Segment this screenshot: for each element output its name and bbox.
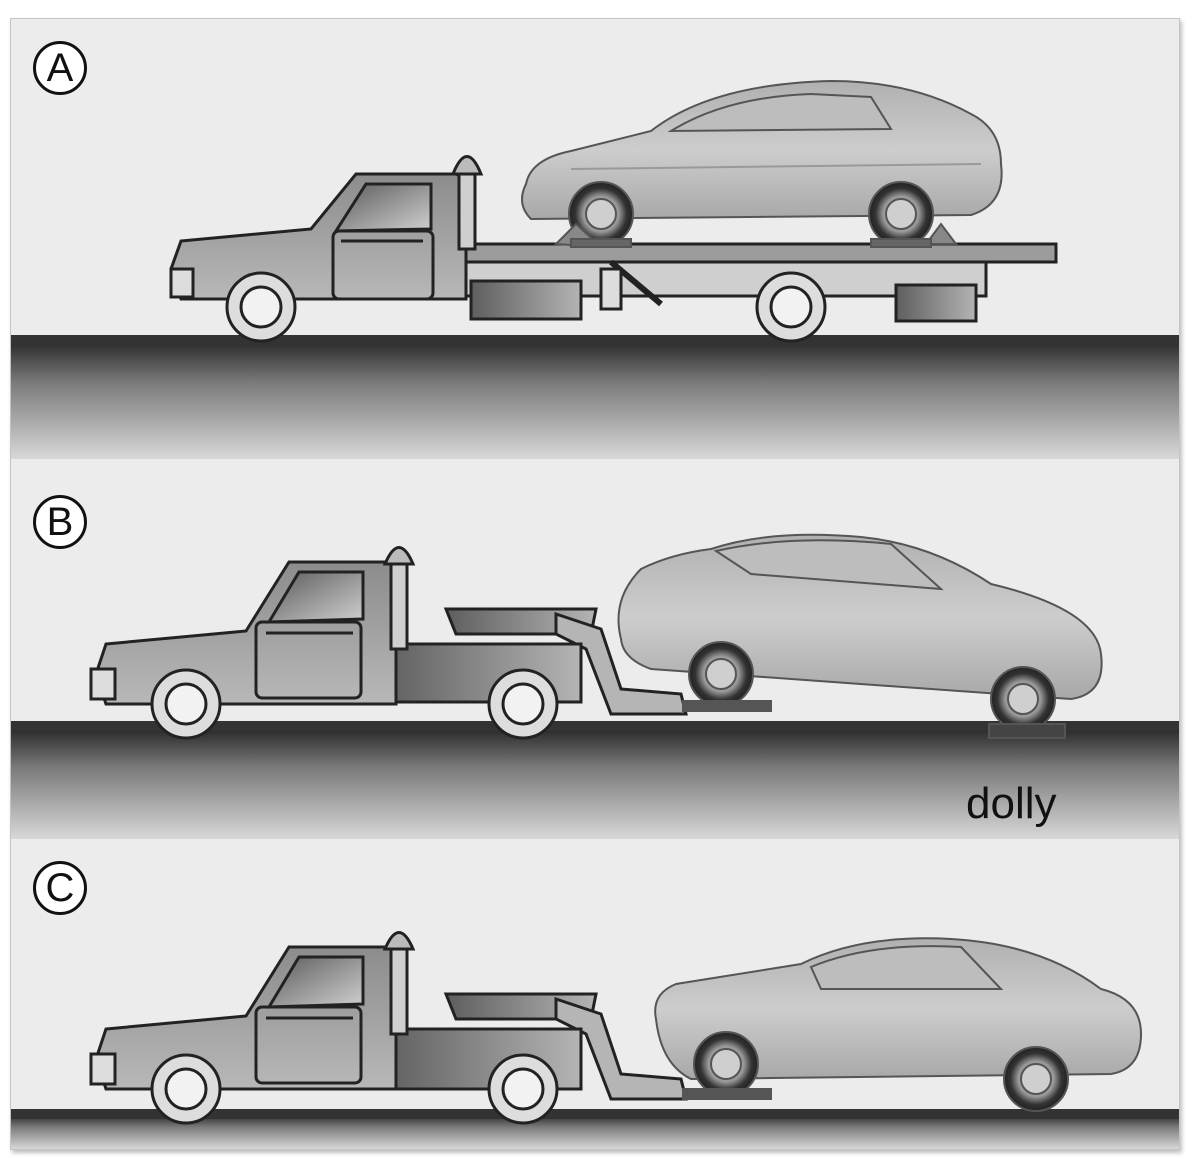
dolly-annotation: dolly (966, 779, 1057, 828)
front-bumper (89, 1052, 117, 1086)
panel-label-badge: C (33, 861, 87, 915)
road (11, 341, 1179, 459)
cab-door (254, 1005, 363, 1085)
beacon-post (389, 557, 409, 651)
road (11, 1115, 1179, 1149)
car-body (654, 937, 1143, 1081)
panel-b-dolly: B dolly (11, 459, 1179, 839)
flatbed-deck (454, 242, 1058, 264)
beacon-light-icon (382, 931, 416, 951)
flatbed-illustration (11, 79, 1179, 459)
cab-door (331, 229, 435, 301)
car-windows (809, 945, 1004, 990)
panel-label-badge: B (33, 495, 87, 549)
car-windows (667, 92, 893, 133)
ground-line (11, 335, 1179, 345)
cab-window (333, 182, 433, 233)
towed-car (617, 533, 1103, 739)
tow-truck (89, 931, 688, 1125)
road (11, 729, 1179, 839)
cab-window (266, 570, 365, 624)
dolly-illustration (11, 533, 1179, 839)
toolbox (469, 279, 583, 321)
wheel-lift-arm (554, 611, 688, 716)
panel-label-badge: A (33, 41, 87, 95)
cab-window (266, 955, 365, 1009)
car-windows (713, 539, 944, 591)
cab-door (254, 620, 363, 700)
panel-a-flatbed: A (11, 19, 1179, 459)
tow-truck (89, 546, 688, 740)
tow-truck (169, 155, 1058, 343)
dolly (988, 723, 1066, 739)
rear-box (894, 283, 978, 323)
ground-line (11, 1109, 1179, 1119)
panel-c-wheel-lift: C (11, 839, 1179, 1149)
wheel-lift-illustration (11, 931, 1179, 1149)
beacon-light-icon (450, 155, 484, 176)
lift-cradle (682, 1088, 772, 1100)
wheel-chock (924, 222, 958, 245)
beacon-light-icon (382, 546, 416, 566)
towed-car (654, 937, 1143, 1112)
front-bumper (169, 267, 195, 299)
front-bumper (89, 667, 117, 701)
diagram-frame: A (10, 18, 1180, 1150)
beacon-post (457, 167, 477, 251)
towed-car (521, 79, 1003, 249)
beacon-post (389, 942, 409, 1036)
ground-line (11, 721, 1179, 731)
lift-cradle (682, 700, 772, 712)
